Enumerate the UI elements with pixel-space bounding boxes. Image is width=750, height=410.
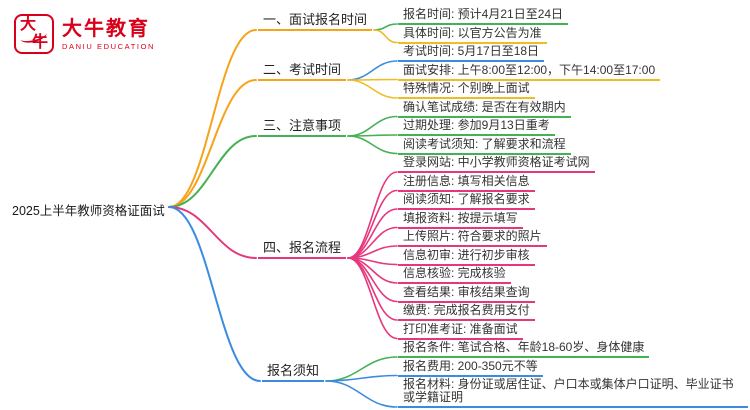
- connector-path: [168, 29, 257, 208]
- connector-path: [325, 374, 398, 382]
- leaf-node: 过期处理: 参加9月13日重考: [398, 118, 555, 136]
- connector-path: [347, 115, 398, 137]
- connector-path: [168, 135, 257, 208]
- leaf-node: 阅读须知: 了解报名要求: [398, 192, 535, 210]
- central-topic: 2025上半年教师资格证面试: [12, 204, 165, 218]
- connector-path: [347, 135, 398, 155]
- leaf-node: 考试时间: 5月17日至18日: [398, 44, 545, 62]
- connector-path: [347, 189, 398, 259]
- branch-node: 报名须知: [262, 361, 325, 382]
- connector-path: [347, 134, 398, 137]
- leaf-node: 报名费用: 200-350元不等: [398, 359, 543, 377]
- leaf-node: 报名材料: 身份证或居住证、户口本或集体户口证明、毕业证书或学籍证明: [398, 377, 748, 408]
- leaf-node: 确认笔试成绩: 是否在有效期内: [398, 100, 571, 118]
- leaf-node: 具体时间: 以官方公告为准: [398, 26, 547, 44]
- seal-char-2: 牛: [31, 34, 48, 51]
- connector-path: [325, 356, 398, 382]
- leaf-node: 填报资料: 按提示填写: [398, 211, 523, 229]
- leaf-node: 阅读考试须知: 了解要求和流程: [398, 137, 571, 155]
- connector-path: [347, 257, 398, 340]
- leaf-node: 信息核验: 完成核验: [398, 266, 511, 284]
- leaf-node: 面试安排: 上午8:00至12:00，下午14:00至17:00: [398, 63, 661, 81]
- leaf-node: 报名条件: 笔试合格、年龄18-60岁、身体健康: [398, 340, 650, 358]
- leaf-node: 注册信息: 填写相关信息: [398, 174, 535, 192]
- leaf-node: 打印准考证: 准备面试: [398, 322, 523, 340]
- brand-text: 大牛教育 DANIU EDUCATION: [62, 18, 155, 51]
- brand-name: 大牛教育: [62, 17, 150, 40]
- leaf-node: 查看结果: 审核结果查询: [398, 285, 535, 303]
- branch-node: 三、注意事项: [258, 116, 347, 137]
- leaf-node: 上传照片: 符合要求的照片: [398, 229, 547, 247]
- connector-path: [347, 78, 398, 81]
- branch-node: 四、报名流程: [258, 238, 347, 259]
- leaf-node: 报名时间: 预计4月21日至24日: [398, 7, 569, 25]
- brand-seal-icon: 大 牛: [14, 14, 54, 54]
- brand-subtitle: DANIU EDUCATION: [62, 41, 156, 51]
- connector-path: [325, 380, 398, 408]
- branch-node: 一、面试报名时间: [258, 10, 373, 31]
- branch-node: 二、考试时间: [258, 60, 347, 81]
- seal-char-1: 大: [20, 16, 37, 33]
- connector-path: [347, 79, 398, 99]
- connector-path: [347, 171, 398, 259]
- connector-path: [347, 257, 398, 321]
- leaf-node: 登录网站: 中小学教师资格证考试网: [398, 155, 595, 173]
- brand-logo: 大 牛 大牛教育 DANIU EDUCATION: [14, 14, 155, 54]
- connector-path: [168, 206, 261, 382]
- leaf-node: 信息初审: 进行初步审核: [398, 248, 535, 266]
- connector-path: [373, 29, 398, 44]
- connector-path: [168, 206, 257, 259]
- connector-path: [168, 79, 257, 208]
- connector-path: [373, 23, 398, 31]
- leaf-node: 特殊情况: 个别晚上面试: [398, 81, 535, 99]
- connector-path: [347, 60, 398, 81]
- leaf-node: 缴费: 完成报名费用支付: [398, 303, 535, 321]
